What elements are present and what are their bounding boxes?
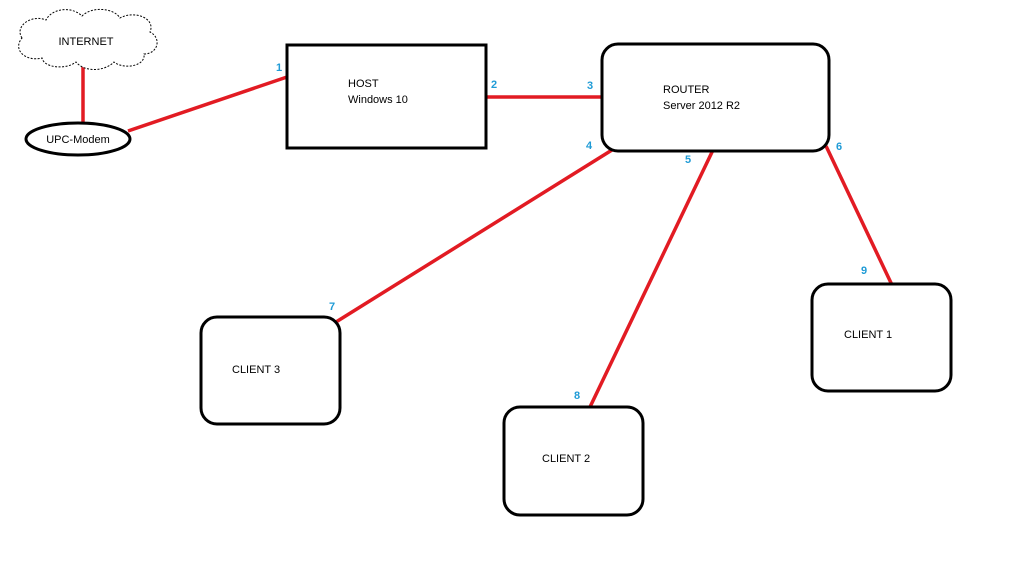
port-number: 1 — [276, 62, 282, 74]
router-box — [600, 42, 831, 153]
router-subtitle: Server 2012 R2 — [663, 100, 740, 112]
port-number: 3 — [587, 80, 593, 92]
client2-box — [502, 405, 645, 517]
host-box — [285, 43, 488, 150]
cloud-icon — [18, 9, 158, 70]
client2-node: CLIENT 2 — [502, 405, 645, 517]
client3-label: CLIENT 3 — [232, 364, 280, 376]
client2-label: CLIENT 2 — [542, 453, 590, 465]
port-number: 7 — [329, 301, 335, 313]
port-number: 9 — [861, 265, 867, 277]
links — [81, 64, 894, 408]
internet-label: INTERNET — [59, 36, 114, 48]
internet-cloud: INTERNET — [18, 9, 158, 70]
router-node: ROUTER Server 2012 R2 — [600, 42, 831, 153]
port-number: 8 — [574, 390, 580, 402]
link-router-client3 — [335, 148, 613, 324]
link-router-client2 — [588, 149, 715, 408]
client1-label: CLIENT 1 — [844, 329, 892, 341]
router-title: ROUTER — [663, 84, 710, 96]
host-node: HOST Windows 10 — [285, 43, 488, 150]
port-number: 4 — [586, 140, 593, 152]
host-title: HOST — [348, 78, 379, 90]
port-number: 6 — [836, 141, 842, 153]
link-modem-host — [127, 75, 288, 133]
client3-box — [199, 315, 342, 426]
client1-box — [810, 282, 953, 393]
port-number: 5 — [685, 154, 691, 166]
link-router-client1 — [824, 145, 894, 286]
host-subtitle: Windows 10 — [348, 94, 408, 106]
modem-node: UPC-Modem — [24, 121, 132, 157]
modem-label: UPC-Modem — [46, 134, 110, 146]
modem-shape — [24, 121, 132, 157]
port-number: 2 — [491, 79, 497, 91]
port-numbers: 1 2 3 4 5 6 7 8 9 — [276, 62, 867, 402]
client3-node: CLIENT 3 — [199, 315, 342, 426]
client1-node: CLIENT 1 — [810, 282, 953, 393]
